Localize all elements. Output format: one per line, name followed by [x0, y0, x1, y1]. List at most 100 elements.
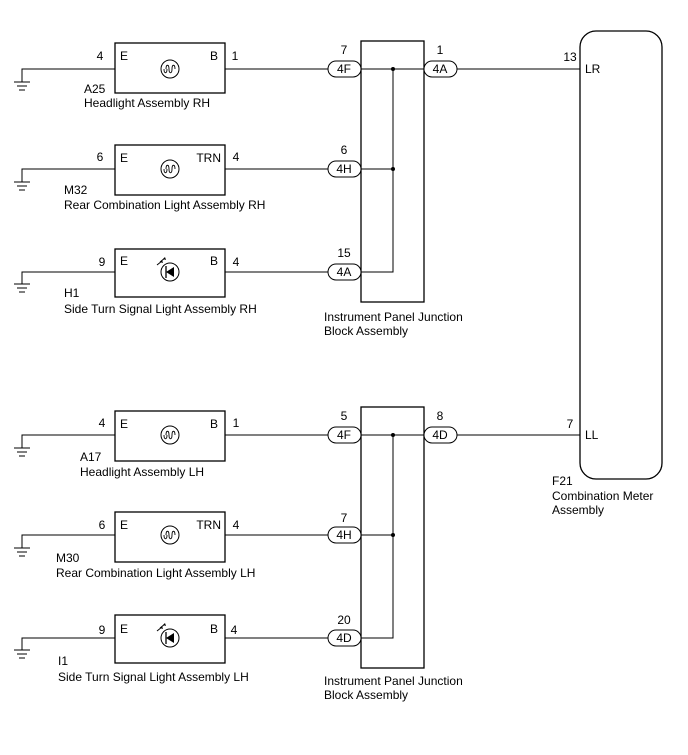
component-name: Headlight Assembly LH — [80, 465, 204, 479]
left-side-group: 4 E B 1 A17 Headlight Assembly LH 6 — [14, 406, 580, 702]
combination-meter: 13 LR 7 LL F21 Combination Meter Assembl… — [552, 30, 663, 517]
meter-box — [579, 30, 663, 480]
component-headlight-lh: 4 E B 1 A17 Headlight Assembly LH — [14, 410, 328, 479]
connector-label: 4H — [336, 528, 351, 542]
component-headlight-rh: 4 E B 1 A25 Headlight Assembly RH — [14, 42, 328, 110]
pin-out-number: 4 — [233, 150, 240, 164]
pin-e-number: 9 — [99, 255, 106, 269]
led-icon — [156, 623, 180, 648]
ground-icon — [14, 283, 30, 293]
connector-in-1: 4H 6 — [327, 143, 362, 178]
meter-terminal-label: LL — [585, 428, 599, 442]
right-side-group: 4 E B 1 A25 Headlight Assembly RH 6 — [14, 40, 580, 338]
component-name: Side Turn Signal Light Assembly LH — [58, 670, 249, 684]
connector-in-1: 4H 7 — [327, 511, 362, 544]
terminal-e-label: E — [120, 151, 128, 165]
connector-label: 4H — [336, 162, 351, 176]
component-code: M30 — [56, 551, 80, 565]
meter-terminal-pin: 13 — [563, 50, 577, 64]
component-name: Rear Combination Light Assembly LH — [56, 566, 255, 580]
pin-e-number: 9 — [99, 623, 106, 637]
terminal-out-label: B — [210, 622, 218, 636]
ground-wire — [21, 271, 115, 284]
terminal-out-label: TRN — [196, 518, 221, 532]
led-icon — [156, 257, 180, 282]
connector-in-0: 4F 7 — [327, 43, 362, 78]
meter-code: F21 — [552, 474, 573, 488]
terminal-out-label: TRN — [196, 151, 221, 165]
pin-out-number: 1 — [232, 49, 239, 63]
terminal-out-label: B — [210, 417, 218, 431]
component-rear-combination-rh: 6 E TRN 4 M32 Rear Combination Light Ass… — [14, 144, 328, 212]
pin-e-number: 4 — [97, 49, 104, 63]
connector-pin: 5 — [341, 409, 348, 423]
bulb-icon — [160, 425, 180, 445]
meter-name: Assembly — [552, 503, 604, 517]
splice-dot — [391, 533, 395, 537]
connector-pin: 20 — [337, 613, 351, 627]
connector-in-2: 4D 20 — [327, 613, 362, 647]
terminal-out-label: B — [210, 254, 218, 268]
terminal-e-label: E — [120, 49, 128, 63]
connector-label: 4F — [337, 62, 351, 76]
ground-icon — [14, 547, 30, 557]
junction-block-right: 4F 7 4H 6 4A 15 4A 1 Instrument Panel Ju… — [324, 40, 580, 338]
component-code: I1 — [58, 654, 68, 668]
junction-name: Block Assembly — [324, 688, 408, 702]
splice-dot — [391, 167, 395, 171]
connector-in-0: 4F 5 — [327, 409, 362, 444]
bulb-icon — [160, 525, 180, 545]
junction-name: Block Assembly — [324, 324, 408, 338]
junction-name: Instrument Panel Junction — [324, 310, 463, 324]
splice-dot — [391, 433, 395, 437]
bulb-icon — [160, 59, 180, 79]
pin-out-number: 4 — [233, 255, 240, 269]
connector-pin: 1 — [437, 43, 444, 57]
pin-e-number: 6 — [99, 518, 106, 532]
ground-wire — [21, 637, 115, 650]
meter-terminal-label: LR — [585, 62, 601, 76]
terminal-out-label: B — [210, 49, 218, 63]
terminal-e-label: E — [120, 622, 128, 636]
pin-out-number: 4 — [231, 623, 238, 637]
component-name: Side Turn Signal Light Assembly RH — [64, 302, 257, 316]
component-side-turn-rh: 9 E B 4 H1 Side Turn Signal Light Assemb… — [14, 248, 328, 316]
connector-label: 4D — [336, 631, 352, 645]
pin-out-number: 4 — [233, 518, 240, 532]
junction-bus — [361, 435, 394, 639]
component-code: A25 — [84, 82, 106, 96]
ground-wire — [21, 534, 115, 548]
junction-block-left: 4F 5 4H 7 4D 20 4D 8 Instrument Panel Ju… — [324, 406, 580, 702]
connector-label: 4A — [433, 62, 448, 76]
ground-wire — [21, 168, 115, 182]
connector-label: 4D — [432, 428, 448, 442]
junction-bus — [361, 69, 394, 273]
component-code: H1 — [64, 286, 80, 300]
terminal-e-label: E — [120, 518, 128, 532]
ground-icon — [14, 649, 30, 659]
connector-pin: 7 — [341, 43, 348, 57]
junction-name: Instrument Panel Junction — [324, 674, 463, 688]
connector-label: 4F — [337, 428, 351, 442]
connector-pin: 15 — [337, 246, 351, 260]
component-rear-combination-lh: 6 E TRN 4 M30 Rear Combination Light Ass… — [14, 511, 328, 580]
ground-icon — [14, 81, 30, 91]
connector-pin: 6 — [341, 143, 348, 157]
connector-pin: 7 — [341, 511, 348, 525]
meter-terminal-pin: 7 — [567, 417, 574, 431]
connector-in-2: 4A 15 — [327, 246, 362, 281]
bulb-icon — [160, 159, 180, 179]
ground-icon — [14, 181, 30, 191]
connector-pin: 8 — [437, 409, 444, 423]
meter-name: Combination Meter — [552, 489, 653, 503]
ground-icon — [14, 447, 30, 457]
connector-label: 4A — [337, 265, 352, 279]
connector-out: 4A 1 — [423, 43, 458, 78]
pin-e-number: 6 — [97, 150, 104, 164]
ground-wire — [21, 434, 115, 448]
component-name: Rear Combination Light Assembly RH — [64, 198, 265, 212]
component-name: Headlight Assembly RH — [84, 96, 210, 110]
component-code: A17 — [80, 450, 102, 464]
splice-dot — [391, 67, 395, 71]
